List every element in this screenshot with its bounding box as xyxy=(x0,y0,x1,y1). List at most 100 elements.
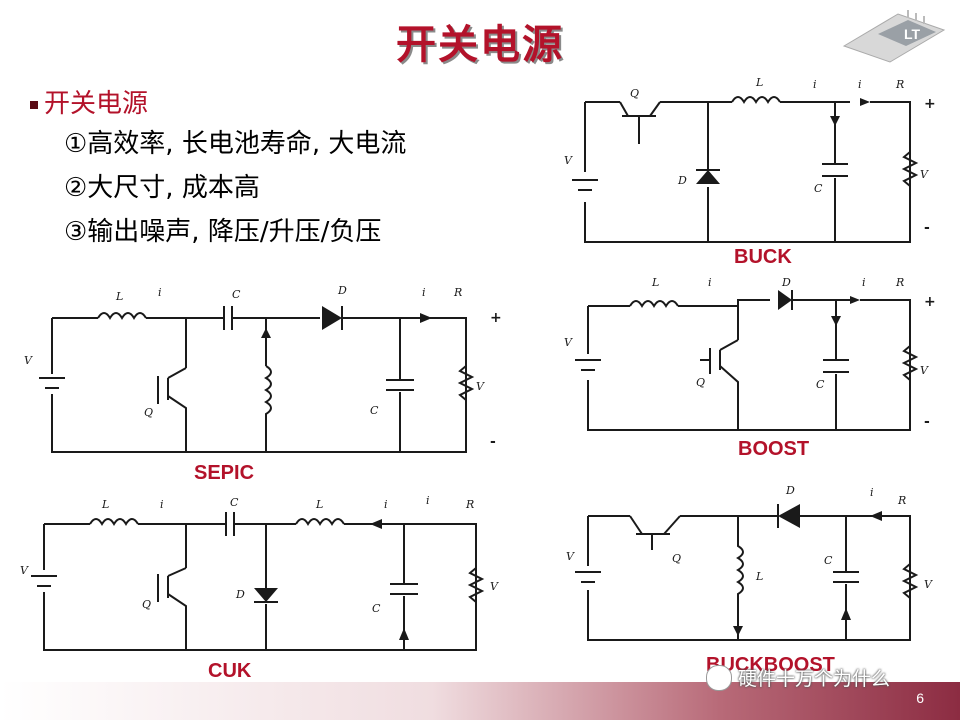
inductor-l xyxy=(97,312,147,320)
buckboost-circuit-diagram: V Q L D C i R V xyxy=(566,484,933,641)
q-label: Q xyxy=(696,376,705,389)
svg-text:LT: LT xyxy=(904,26,921,42)
l-label: L xyxy=(755,76,763,89)
vin-label: V xyxy=(564,154,573,167)
boost-circuit-diagram: V L Q D C i i R V + - xyxy=(564,276,936,431)
io-label: i xyxy=(813,78,817,91)
vo-label: V xyxy=(920,364,929,377)
page-number: 6 xyxy=(916,690,924,706)
svg-text:-: - xyxy=(490,434,496,450)
battery-symbol xyxy=(575,359,601,371)
d-label: D xyxy=(235,588,245,601)
svg-text:+: + xyxy=(490,310,502,326)
load-resistor xyxy=(901,563,919,599)
vin-label: V xyxy=(20,564,29,577)
io-label: i xyxy=(862,276,866,289)
slide-title: 开关电源 xyxy=(396,22,564,68)
io-label: i xyxy=(160,498,164,511)
d-label: D xyxy=(677,174,687,187)
rld-label: R xyxy=(453,286,462,299)
io-label: i xyxy=(384,498,388,511)
watermark-text: 硬件十万个为什么 xyxy=(738,668,891,690)
c-label: C xyxy=(370,404,379,417)
buck-circuit-diagram: V Q D L C i i R V + - xyxy=(564,76,936,243)
svg-text:+: + xyxy=(924,294,936,310)
bullet-list: 开关电源 ①高效率, 长电池寿命, 大电流 ②大尺寸, 成本高 ③输出噪声, 降… xyxy=(30,86,406,254)
vin-label: V xyxy=(24,354,33,367)
q-label: Q xyxy=(630,87,639,100)
load-resistor xyxy=(901,151,919,187)
bullet-item: ③输出噪声, 降压/升压/负压 xyxy=(64,217,382,247)
l-label: L xyxy=(651,276,659,289)
rld-label: R xyxy=(897,494,906,507)
l-label: L xyxy=(101,498,109,511)
vo-label: V xyxy=(476,380,485,393)
diode-d xyxy=(322,306,342,330)
buck-label: BUCK xyxy=(734,246,792,268)
io-label: i xyxy=(858,78,862,91)
cuk-circuit-diagram: V L Q C D L C i i i R V xyxy=(20,494,499,651)
bullet-item: ①高效率, 长电池寿命, 大电流 xyxy=(64,129,407,159)
l-label: L xyxy=(115,290,123,303)
inductor-l xyxy=(89,518,139,526)
c-label: C xyxy=(230,496,239,509)
load-resistor xyxy=(457,365,475,401)
vin-label: V xyxy=(564,336,573,349)
q-label: Q xyxy=(142,598,151,611)
sepic-circuit-diagram: V L Q C D C i i R V + - xyxy=(24,284,502,453)
vin-label: V xyxy=(566,550,575,563)
l-label: L xyxy=(755,570,763,583)
c-label: C xyxy=(372,602,381,615)
battery-symbol xyxy=(31,575,57,587)
d-label: D xyxy=(337,284,347,297)
svg-text:-: - xyxy=(924,220,930,236)
d-label: D xyxy=(785,484,795,497)
io-label: i xyxy=(422,286,426,299)
inductor-l xyxy=(731,96,781,104)
io-label: i xyxy=(158,286,162,299)
bullet-heading-text: 开关电源 xyxy=(44,89,149,119)
bullet-item: ②大尺寸, 成本高 xyxy=(64,173,260,203)
battery-symbol xyxy=(39,377,65,389)
diode-d xyxy=(778,504,800,528)
battery-symbol xyxy=(575,571,601,583)
svg-text:-: - xyxy=(924,414,930,430)
wechat-icon xyxy=(706,664,732,691)
c-label: C xyxy=(816,378,825,391)
bullet-heading: 开关电源 xyxy=(30,86,406,122)
q-label: Q xyxy=(672,552,681,565)
battery-symbol xyxy=(572,179,598,191)
io-label: i xyxy=(870,486,874,499)
c-label: C xyxy=(824,554,833,567)
inductor-l xyxy=(629,300,679,308)
c-label: C xyxy=(232,288,241,301)
rld-label: R xyxy=(895,276,904,289)
load-resistor xyxy=(467,567,485,603)
buckboost-label: BUCKBOOST xyxy=(706,654,835,676)
vo-label: V xyxy=(924,578,933,591)
q-label: Q xyxy=(144,406,153,419)
rld-label: R xyxy=(465,498,474,511)
sepic-label: SEPIC xyxy=(194,462,255,484)
l-label: L xyxy=(315,498,323,511)
vo-label: V xyxy=(920,168,929,181)
footer-bar xyxy=(0,682,960,720)
transistor-q xyxy=(629,515,681,550)
inductor-l xyxy=(264,318,272,452)
svg-text:+: + xyxy=(924,96,936,112)
watermark: 硬件十万个为什么 xyxy=(706,664,890,691)
io-label: i xyxy=(426,494,430,507)
vo-label: V xyxy=(490,580,499,593)
c-label: C xyxy=(814,182,823,195)
inductor-l xyxy=(736,516,744,640)
diode-d xyxy=(254,588,278,602)
lt-logo-icon: LT xyxy=(842,10,946,63)
io-label: i xyxy=(708,276,712,289)
diode-d xyxy=(696,170,720,184)
bullet-square-icon xyxy=(30,100,38,109)
transistor-q xyxy=(619,101,661,144)
load-resistor xyxy=(901,345,919,381)
boost-label: BOOST xyxy=(738,438,810,460)
diode-d xyxy=(778,290,792,310)
cuk-label: CUK xyxy=(208,660,252,682)
